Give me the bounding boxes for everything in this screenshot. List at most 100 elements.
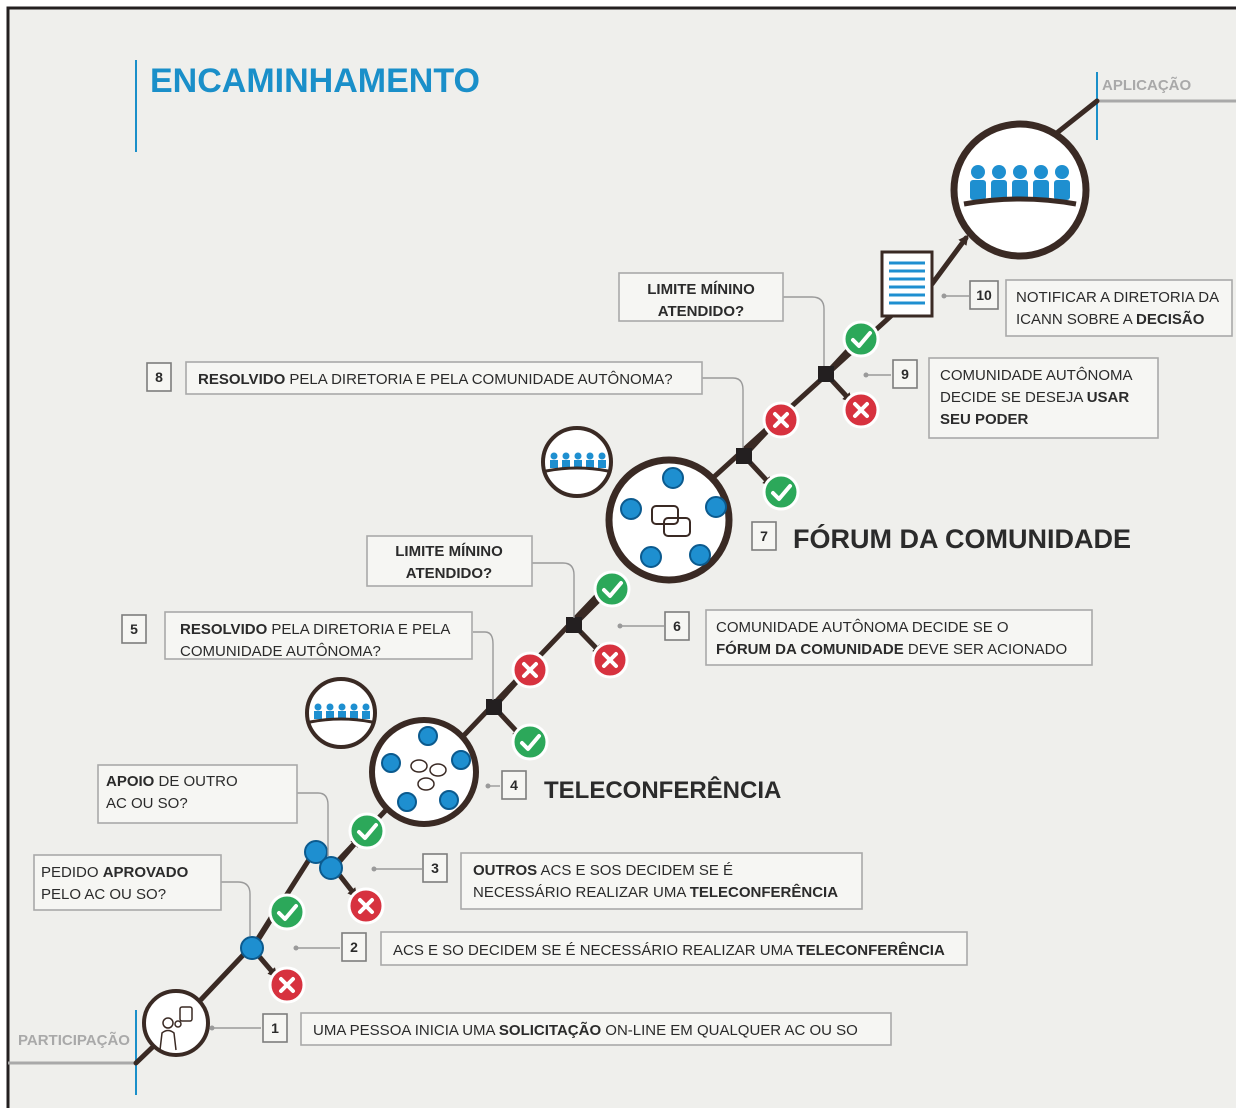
check-icon (762, 473, 800, 511)
question-leaders (221, 296, 825, 936)
decision-node-2a (304, 840, 328, 864)
question-box-threshold-1 (366, 535, 533, 587)
step-text-segment: TELECONFERÊNCIA (796, 941, 945, 959)
step-number: 9 (901, 366, 909, 382)
axis-start-label: PARTICIPAÇÃO (18, 1031, 130, 1049)
question-support-text: APOIO DE OUTRO AC OU SO? (106, 773, 238, 812)
step-text-segment: COMUNIDADE AUTÔNOMA (940, 367, 1133, 384)
x-icon (842, 391, 880, 429)
question-threshold-1-text: LIMITE MÍNINO ATENDIDO? (395, 543, 503, 582)
question-text-line: ATENDIDO? (658, 303, 744, 320)
decision-node-5 (486, 699, 502, 715)
step-text-segment: OUTROS (473, 862, 537, 879)
step-text-line: NECESSÁRIO REALIZAR UMA TELECONFERÊNCIA (473, 883, 838, 901)
people-group-icon (541, 426, 613, 498)
step-number-box (341, 932, 367, 962)
question-text-segment: AC OU SO? (106, 795, 188, 812)
step-text-segment: DECIDE SE DESEJA (940, 389, 1087, 406)
step-text-segment: ON-LINE EM QUALQUER AC OU SO (601, 1022, 858, 1039)
step-pointers (209, 293, 969, 1031)
step-number: 3 (431, 860, 439, 876)
step-text-segment: UMA PESSOA INICIA UMA (313, 1022, 499, 1039)
step-9: COMUNIDADE AUTÔNOMA DECIDE SE DESEJA USAR… (892, 357, 1159, 439)
person-icon (142, 989, 210, 1057)
question-text-line: PELO AC OU SO? (41, 886, 166, 903)
step-text-segment: NOTIFICAR A DIRETORIA DA (1016, 289, 1219, 306)
question-text-line: PEDIDO APROVADO (41, 864, 189, 881)
step-text-segment: USAR (1087, 389, 1130, 406)
step-text-line: ICANN SOBRE A DECISÃO (1016, 310, 1205, 328)
community-forum-icon (605, 456, 733, 584)
question-approved-text: PEDIDO APROVADO PELO AC OU SO? (41, 864, 189, 903)
step-text-line: RESOLVIDO PELA DIRETORIA E PELA COMUNIDA… (198, 371, 673, 388)
step-6: COMUNIDADE AUTÔNOMA DECIDE SE O FÓRUM DA … (664, 609, 1093, 666)
question-text-segment: LIMITE MÍNINO (395, 543, 503, 560)
page-title: ENCAMINHAMENTO (150, 62, 480, 100)
step-number: 5 (130, 621, 138, 637)
document-icon (880, 250, 934, 318)
x-icon (268, 966, 306, 1004)
x-icon (347, 887, 385, 925)
step-5: RESOLVIDO PELA DIRETORIA E PELACOMUNIDAD… (121, 611, 473, 660)
question-threshold-2-text: LIMITE MÍNINO ATENDIDO? (647, 281, 755, 320)
step-text-segment: TELECONFERÊNCIA (690, 883, 839, 901)
question-text-line: LIMITE MÍNINO (647, 281, 755, 298)
step-number: 10 (976, 287, 992, 303)
step-number: 7 (760, 528, 768, 544)
step-text-segment: FÓRUM DA COMUNIDADE (716, 640, 904, 658)
question-text-segment: DE OUTRO (154, 773, 237, 790)
step-boxes: UMA PESSOA INICIA UMA SOLICITAÇÃO ON-LIN… (121, 279, 1233, 1046)
check-icon (593, 570, 631, 608)
step-number: 1 (271, 1020, 279, 1036)
check-icon (348, 812, 386, 850)
step-1: UMA PESSOA INICIA UMA SOLICITAÇÃO ON-LIN… (262, 1012, 892, 1046)
step-text-line: ACS E SO DECIDEM SE É NECESSÁRIO REALIZA… (393, 941, 945, 959)
step-box (460, 852, 863, 910)
step-number-box (146, 362, 172, 392)
step-title: FÓRUM DA COMUNIDADE (793, 523, 1131, 554)
step-text-segment: RESOLVIDO (198, 371, 286, 388)
step-text-line: FÓRUM DA COMUNIDADE DEVE SER ACIONADO (716, 640, 1067, 658)
step-box (185, 361, 703, 395)
step-text-segment: SOLICITAÇÃO (499, 1021, 602, 1039)
question-text-segment: APOIO (106, 773, 155, 790)
question-box-support (97, 764, 298, 824)
question-box-approved (33, 854, 222, 911)
step-number-box (969, 280, 999, 310)
step-number-box (501, 770, 527, 800)
step-box (1005, 279, 1233, 337)
step-text-line: COMUNIDADE AUTÔNOMA (940, 367, 1133, 384)
step-3: OUTROS ACS E SOS DECIDEM SE É NECESSÁRIO … (422, 852, 863, 910)
step-2: ACS E SO DECIDEM SE É NECESSÁRIO REALIZA… (341, 931, 968, 966)
step-text-segment: PELA DIRETORIA E PELA (267, 621, 450, 638)
question-text-line: ATENDIDO? (406, 565, 492, 582)
people-group-icon (305, 677, 377, 749)
step-text-segment: NECESSÁRIO REALIZAR UMA (473, 884, 690, 901)
step-text-segment: ACS E SO DECIDEM SE É NECESSÁRIO REALIZA… (393, 942, 796, 959)
decision-node-8 (736, 448, 752, 464)
step-text-line: OUTROS ACS E SOS DECIDEM SE É (473, 862, 733, 879)
x-icon (511, 651, 549, 689)
step-number-box (121, 614, 147, 644)
check-icon (268, 893, 306, 931)
step-text-segment: RESOLVIDO (180, 621, 268, 638)
axis-end-label: APLICAÇÃO (1102, 76, 1191, 94)
step-8: RESOLVIDO PELA DIRETORIA E PELA COMUNIDA… (146, 361, 703, 395)
step-box (928, 357, 1159, 439)
step-text-segment: COMUNIDADE AUTÔNOMA DECIDE SE O (716, 619, 1009, 636)
step-text-line: DECIDE SE DESEJA USAR (940, 389, 1129, 406)
question-text-line: AC OU SO? (106, 795, 188, 812)
step-number-box (664, 611, 690, 641)
x-icon (762, 401, 800, 439)
question-text-segment: LIMITE MÍNINO (647, 281, 755, 298)
check-icon (842, 320, 880, 358)
decision-node-9 (818, 366, 834, 382)
step-box (705, 609, 1093, 666)
decision-node-6 (566, 617, 582, 633)
step-number-box (751, 521, 777, 551)
step-7: FÓRUM DA COMUNIDADE 7 (751, 521, 1131, 554)
step-text-segment: DEVE SER ACIONADO (904, 641, 1067, 658)
question-text-segment: PEDIDO (41, 864, 103, 881)
